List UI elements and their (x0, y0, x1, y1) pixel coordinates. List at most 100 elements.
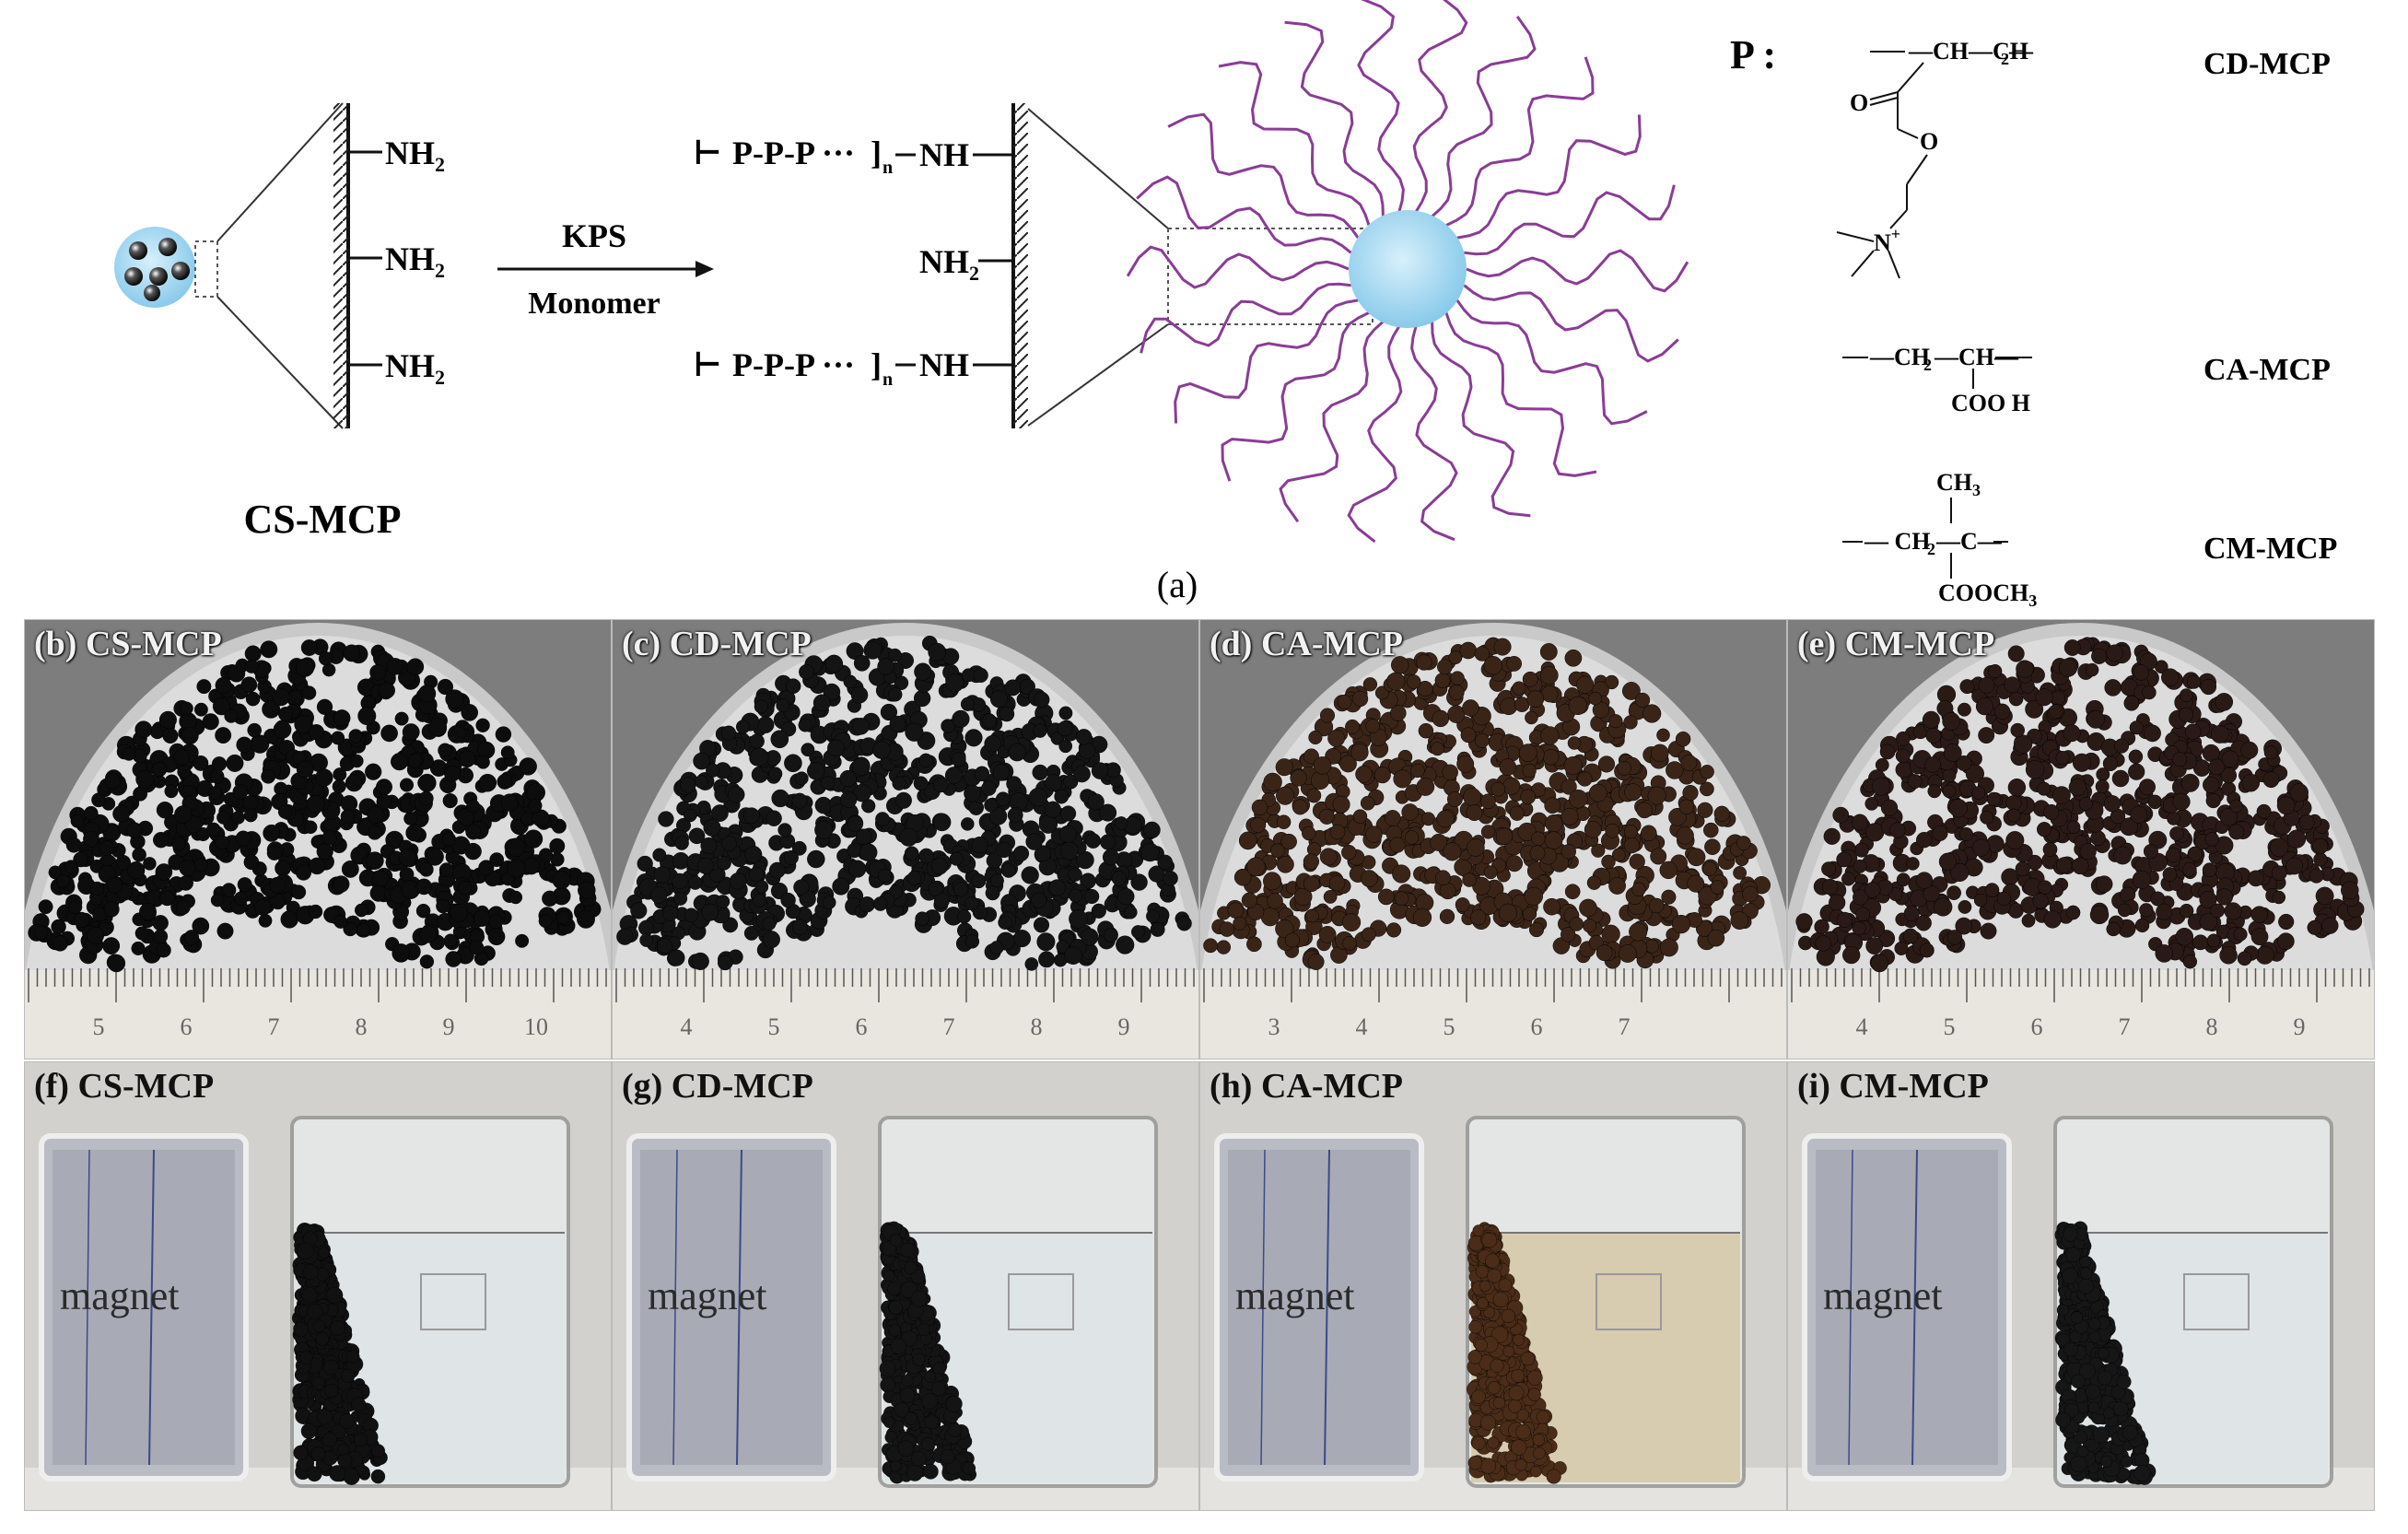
svg-text:COOCH3: COOCH3 (1938, 580, 2037, 608)
ruler-tick-label: 4 (1856, 1013, 1868, 1040)
ruler-tick-label: 5 (768, 1013, 780, 1040)
structure-cd-mcp: —CH—CH 2— O O N+ CD-MCP (1836, 38, 2331, 279)
polymer-chain (1279, 320, 1385, 522)
magnet-label: magnet (1235, 1273, 1355, 1318)
photo-label: (d) CA-MCP (1210, 625, 1404, 663)
svg-text:KPS: KPS (562, 217, 626, 254)
magnet-label: magnet (60, 1273, 180, 1318)
polymer-chain (1464, 184, 1676, 256)
svg-text:P-P-P ···: P-P-P ··· (732, 135, 855, 171)
ruler-tick-label: 6 (856, 1013, 868, 1040)
svg-text:2: 2 (1923, 356, 1932, 374)
ruler-tick-label: 7 (1619, 1013, 1631, 1040)
grafted-chains: ⊢ P-P-P ··· ] n NH NH2 ⊢ P-P-P ··· ] n N… (693, 135, 1013, 390)
svg-text:—C—: —C— (1935, 528, 2003, 555)
polymer-chain (1221, 311, 1370, 482)
polymer-chain (1167, 112, 1360, 239)
svg-text:—CH: —CH (1869, 344, 1930, 370)
ruler-tick-label: 8 (1031, 1013, 1043, 1040)
polymer-chain (1140, 282, 1351, 354)
svg-text:NH2: NH2 (385, 240, 445, 282)
polymer-chain (1136, 175, 1352, 254)
svg-text:NH2: NH2 (385, 135, 445, 176)
polymer-chain (1174, 299, 1359, 424)
structure-ca-mcp: —CH 2 —CH— COO H CA-MCP (1842, 344, 2331, 416)
photo-label: (e) CM-MCP (1797, 625, 1995, 663)
ruler-tick-label: 9 (2294, 1013, 2306, 1040)
polymer-chain (1431, 322, 1531, 518)
polymer-chain (1445, 56, 1595, 227)
svg-text:NH: NH (919, 346, 969, 383)
ruler-tick-label: 7 (2119, 1013, 2131, 1040)
polymer-chain (1126, 245, 1350, 289)
svg-text:2—: 2— (2001, 38, 2034, 68)
ruler-tick-label: 5 (93, 1013, 105, 1040)
photo-beaker-i: (i) CM-MCP magnet (1787, 1061, 2375, 1511)
photo-label: (f) CS-MCP (34, 1067, 215, 1106)
svg-text:]: ] (871, 135, 882, 171)
svg-text:O: O (1920, 128, 1938, 155)
polymer-chain (1463, 284, 1679, 363)
svg-text:P-P-P ···: P-P-P ··· (732, 346, 855, 383)
photo-label: (b) CS-MCP (34, 625, 222, 663)
ruler-tick-label: 6 (181, 1013, 193, 1040)
photo-beaker-h: (h) CA-MCP magnet (1199, 1061, 1787, 1511)
photo-label: (i) CM-MCP (1797, 1067, 1989, 1106)
polymer-chain (1410, 325, 1458, 542)
svg-text:CM-MCP: CM-MCP (2203, 532, 2337, 566)
p-label: P : (1730, 32, 1776, 77)
svg-text:CA-MCP: CA-MCP (2203, 353, 2331, 387)
polymer-chain (1218, 61, 1371, 227)
polymer-chain (1284, 20, 1385, 217)
svg-text:NH2: NH2 (385, 347, 445, 389)
ruler-tick-label: 5 (1944, 1013, 1956, 1040)
magnet-label: magnet (1823, 1273, 1943, 1318)
structure-cm-mcp: CH3 — CH 2 —C— COOCH3 CM-MCP (1842, 469, 2337, 608)
polymer-chain (1347, 325, 1403, 544)
svg-text:O: O (1850, 89, 1868, 116)
amine-groups: NH2 NH2 NH2 (348, 135, 445, 389)
svg-text:— CH: — CH (1864, 528, 1931, 555)
polymer-chain (1357, 0, 1405, 213)
cs-mcp-title: CS-MCP (243, 497, 401, 542)
ruler-tick-label: 4 (681, 1013, 693, 1040)
ruler-tick-label: 6 (2031, 1013, 2043, 1040)
ruler-tick-label: 4 (1356, 1013, 1368, 1040)
svg-text:NH2: NH2 (919, 243, 979, 285)
polymer-chain (1456, 114, 1642, 240)
ruler-tick-label: 8 (2206, 1013, 2218, 1040)
svg-text:]: ] (871, 346, 882, 383)
svg-text:n: n (883, 158, 893, 178)
ruler-tick-label: 7 (943, 1013, 955, 1040)
ruler-tick-label: 10 (524, 1013, 548, 1040)
polymer-chain (1455, 299, 1648, 426)
photo-label: (h) CA-MCP (1210, 1067, 1404, 1106)
ruler-tick-label: 3 (1268, 1013, 1280, 1040)
svg-text:CH3: CH3 (1936, 469, 1981, 499)
photo-beaker-g: (g) CD-MCP magnet (612, 1061, 1199, 1511)
photo-label: (g) CD-MCP (622, 1067, 813, 1106)
cs-mcp-particle (114, 227, 195, 308)
polymer-chain (1444, 311, 1597, 477)
grafted-particle (1126, 0, 1689, 544)
svg-text:CD-MCP: CD-MCP (2203, 47, 2331, 81)
svg-text:n: n (883, 369, 893, 390)
ruler-tick-label: 6 (1531, 1013, 1543, 1040)
magnet-label: magnet (648, 1273, 767, 1318)
polymer-chain (1431, 16, 1537, 218)
ruler-tick-label: 9 (1118, 1013, 1130, 1040)
polymer-chain (1412, 0, 1468, 213)
polymer-chain (1466, 249, 1689, 293)
panel-a-label: (a) (1157, 564, 1198, 605)
photo-beaker-f: (f) CS-MCP magnet (24, 1061, 612, 1511)
reaction-schematic: NH2 NH2 NH2 CS-MCP KPS Monomer ⊢ P-P-P ·… (114, 0, 2337, 608)
svg-text:N+: N+ (1874, 225, 1900, 256)
svg-text:Monomer: Monomer (528, 287, 660, 321)
ruler-tick-label: 8 (356, 1013, 368, 1040)
svg-text:—CH—CH: —CH—CH (1908, 38, 2028, 64)
photo-petri-e: 4 5 6 7 8 9 (e) CM-MCP (1787, 619, 2375, 1060)
svg-text:2: 2 (1927, 540, 1935, 558)
